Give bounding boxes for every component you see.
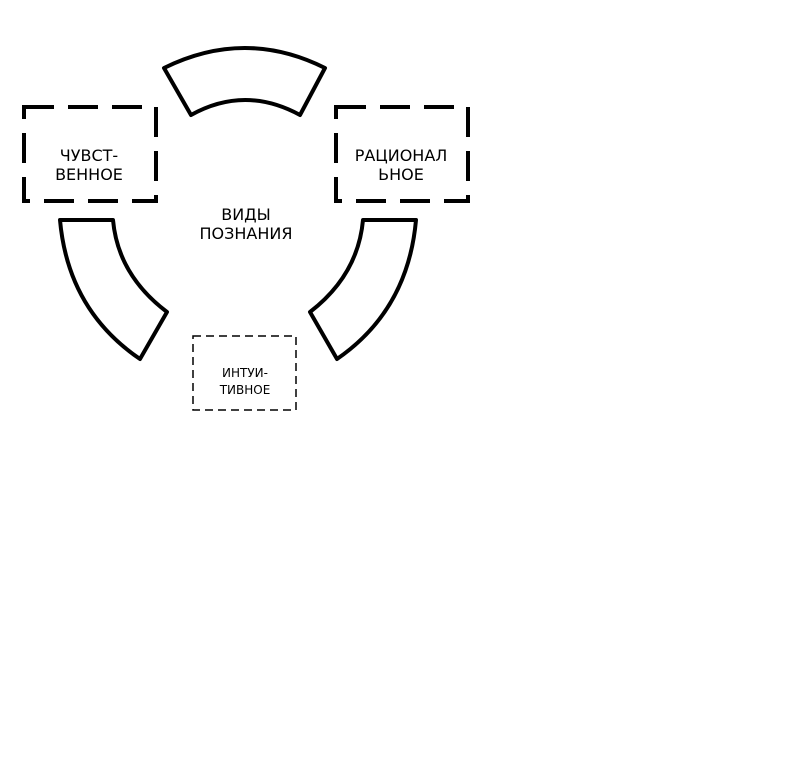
node-label-sensory: ЧУВСТ- ВЕННОЕ bbox=[24, 146, 154, 184]
center-label: ВИДЫ ПОЗНАНИЯ bbox=[176, 205, 316, 243]
arc-segment-left bbox=[58, 218, 169, 361]
arc-segment-right bbox=[308, 218, 418, 361]
node-label-intuitive-line1: ИНТУИ- bbox=[222, 366, 268, 380]
center-label-line1: ВИДЫ bbox=[221, 205, 271, 224]
node-label-rational-line2: ЬНОЕ bbox=[378, 165, 424, 185]
node-box-intuitive bbox=[192, 335, 297, 411]
arc-segment-top bbox=[162, 46, 327, 117]
node-box-rational bbox=[334, 105, 470, 203]
node-label-rational: РАЦИОНАЛ ЬНОЕ bbox=[336, 146, 466, 184]
node-label-intuitive: ИНТУИ- ТИВНОЕ bbox=[194, 365, 296, 400]
node-label-sensory-line2: ВЕННОЕ bbox=[55, 165, 123, 185]
node-label-sensory-line1: ЧУВСТ- bbox=[59, 146, 119, 165]
node-label-rational-line1: РАЦИОНАЛ bbox=[354, 146, 448, 165]
node-box-sensory bbox=[22, 105, 158, 203]
node-label-intuitive-line2: ТИВНОЕ bbox=[219, 383, 271, 398]
center-label-line2: ПОЗНАНИЯ bbox=[199, 224, 293, 244]
